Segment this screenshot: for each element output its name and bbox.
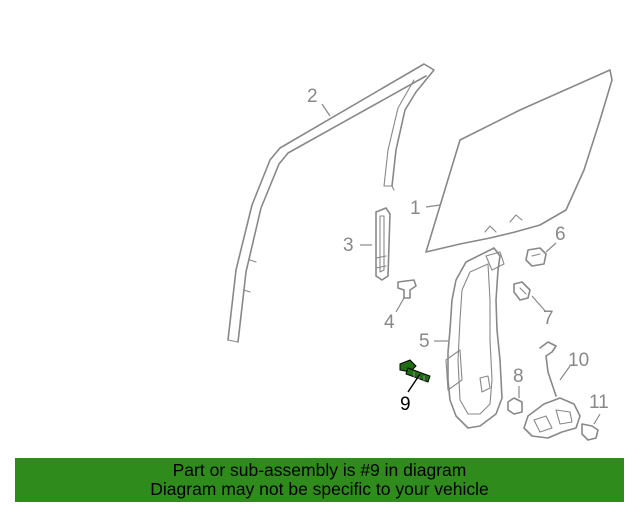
part-6-bolt [525, 247, 547, 267]
callout-2: 2 [307, 86, 318, 107]
callout-1: 1 [410, 198, 421, 219]
callout-11: 11 [589, 392, 609, 413]
part-2-door-frame [227, 63, 435, 343]
callout-3: 3 [343, 235, 354, 256]
part-3-run-channel [375, 207, 391, 281]
banner-line-disclaimer: Diagram may not be specific to your vehi… [150, 479, 489, 499]
callout-10: 10 [568, 350, 589, 371]
part-8-bolt [507, 397, 523, 415]
part-7-bolt [513, 281, 531, 301]
callout-4: 4 [384, 312, 395, 333]
callout-9-highlighted: 9 [400, 394, 411, 415]
callout-6: 6 [555, 224, 566, 245]
part-1-door-glass [425, 69, 613, 253]
part-11-bolt [581, 423, 599, 441]
callout-7: 7 [543, 308, 554, 329]
callout-5: 5 [419, 331, 430, 352]
info-banner: Part or sub-assembly is #9 in diagram Di… [15, 458, 624, 502]
callout-8: 8 [513, 366, 524, 387]
part-4-clip [397, 279, 417, 299]
leader-lines [321, 103, 601, 425]
part-5-window-regulator [445, 247, 505, 429]
part-10-window-motor [523, 341, 581, 439]
banner-line-part-number: Part or sub-assembly is #9 in diagram [172, 460, 467, 480]
part-9-bolt-highlighted [399, 359, 431, 383]
